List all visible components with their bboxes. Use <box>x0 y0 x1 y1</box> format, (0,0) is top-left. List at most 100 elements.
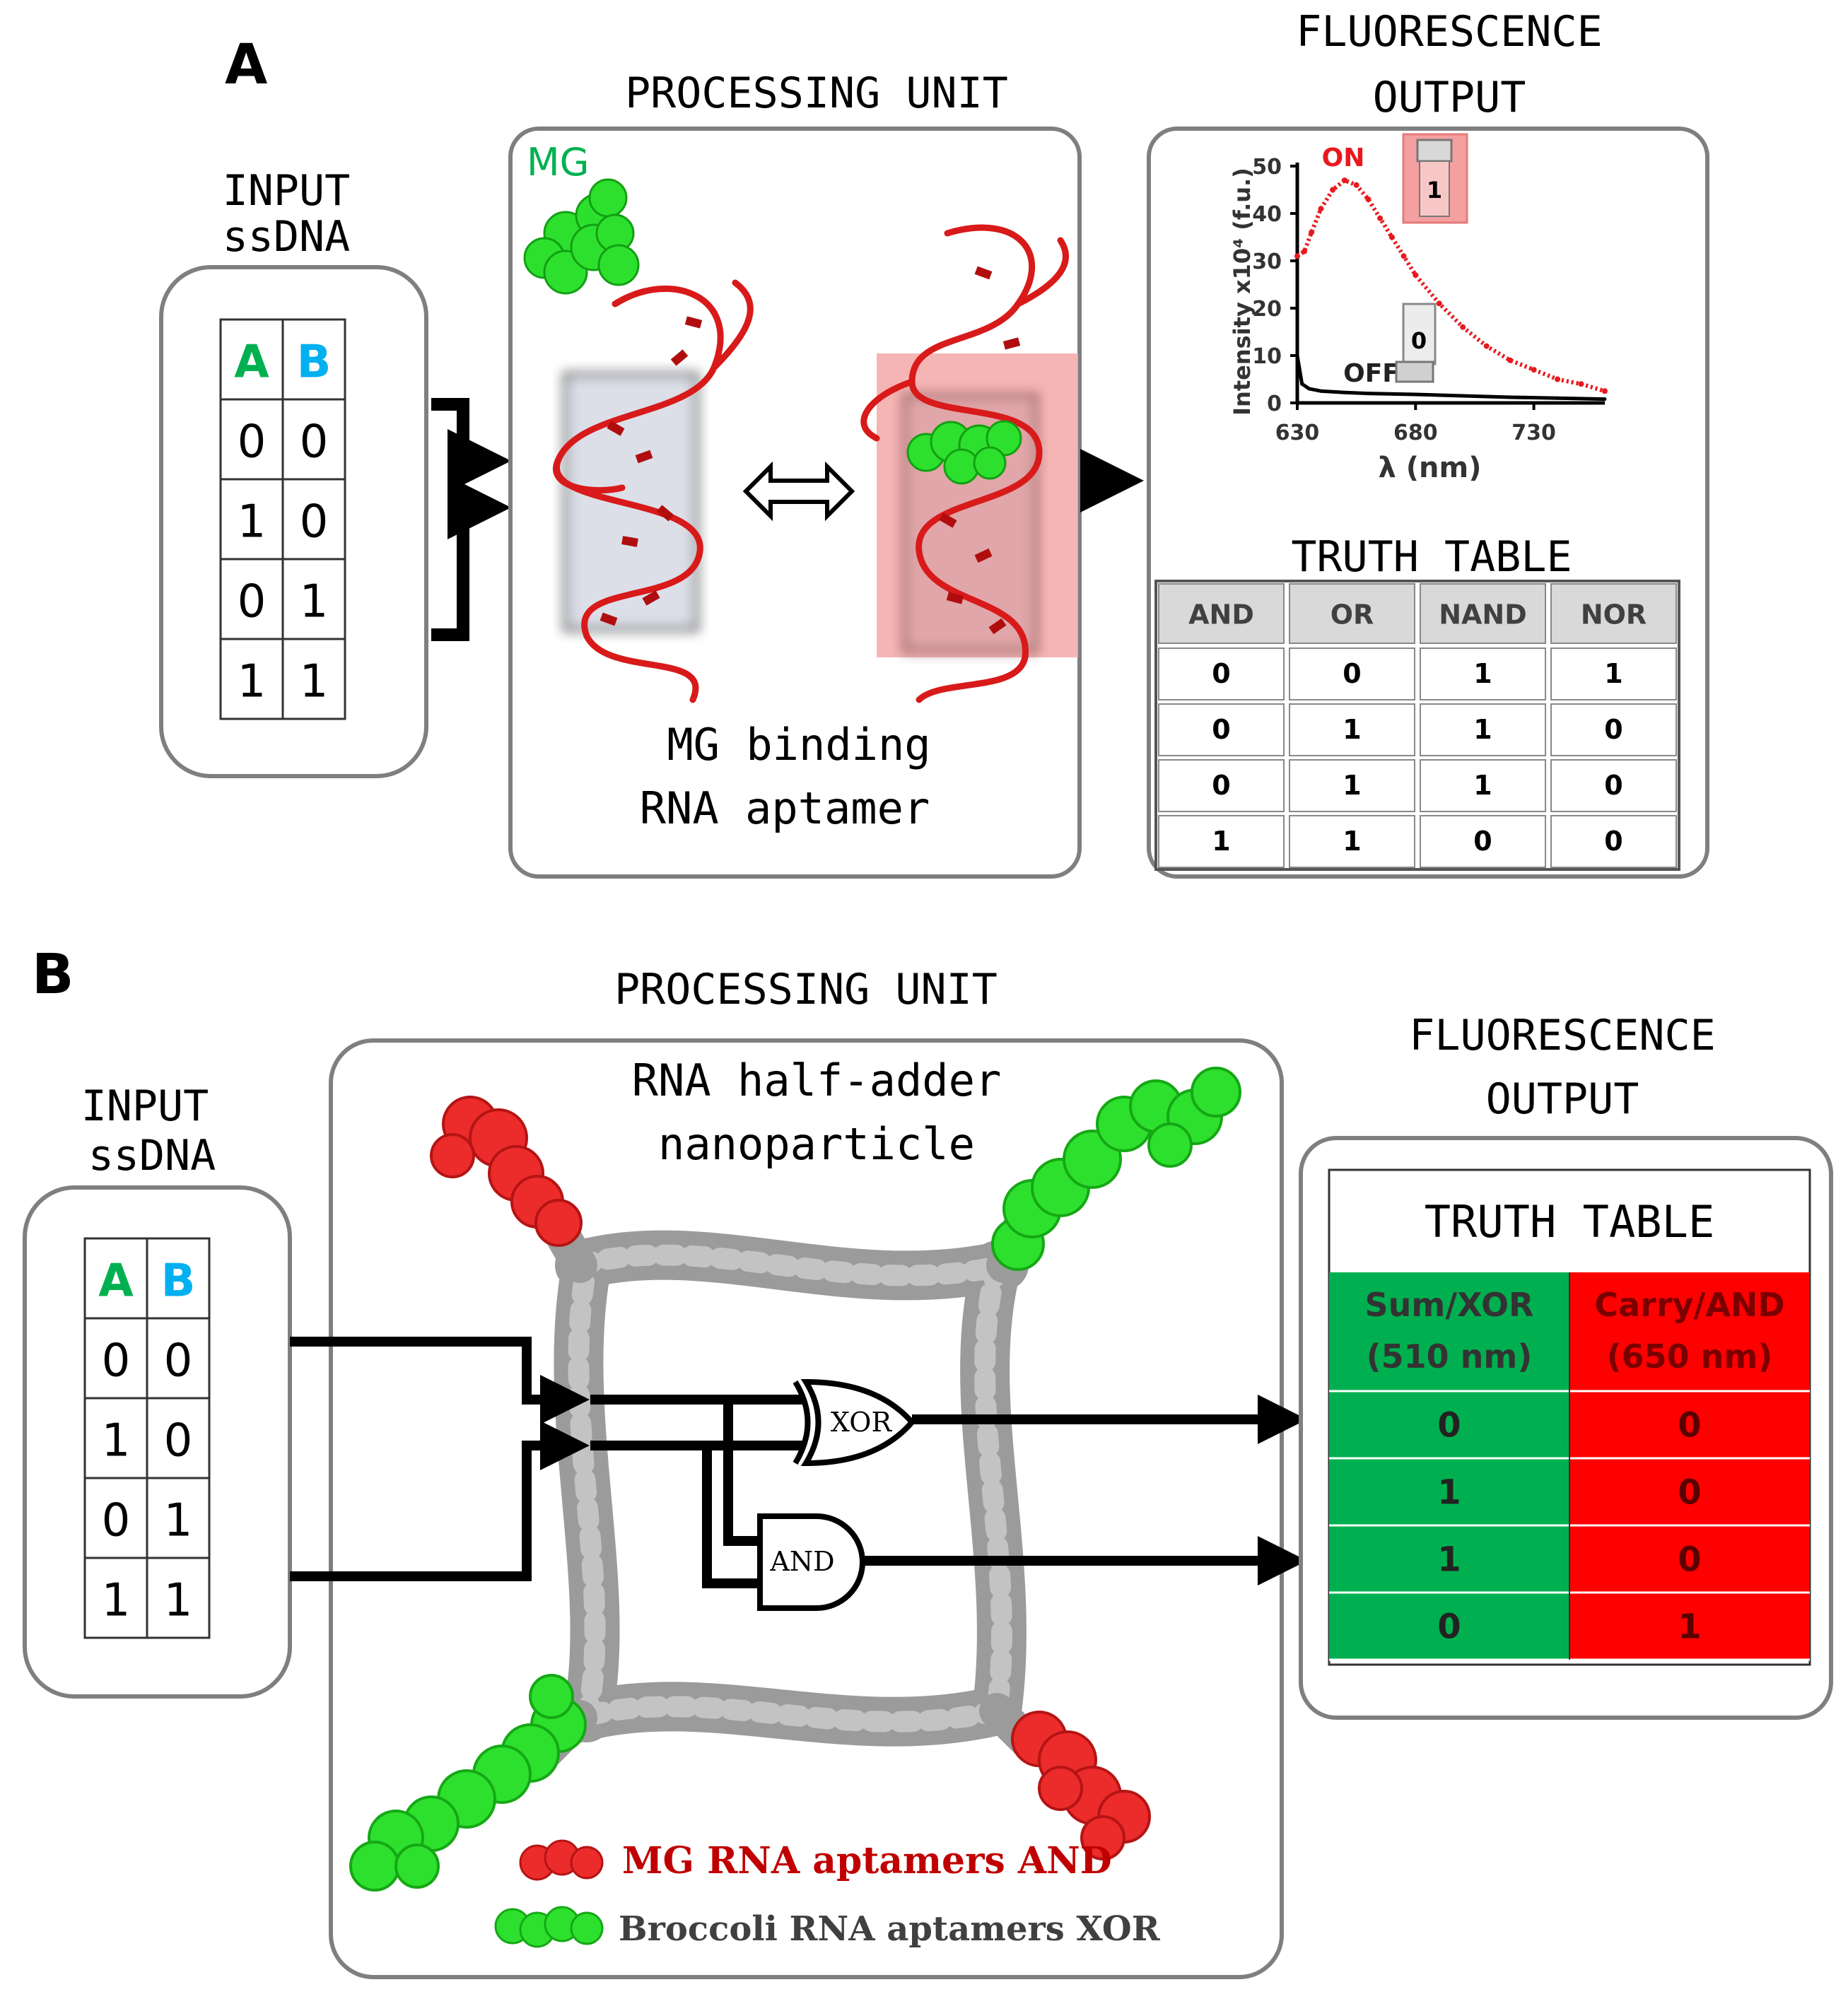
aptamer-unbound-illustration <box>553 279 754 703</box>
switch-on-label: 1 <box>1427 177 1442 204</box>
chart-y-label: Intensity x10⁴ (f.u.) <box>1229 168 1256 416</box>
wire-input-b <box>290 1421 590 1581</box>
legend-broccoli-label: Broccoli RNA aptamers XOR <box>619 1909 1161 1949</box>
truth-a-header: NOR <box>1581 599 1647 631</box>
chart-point <box>1508 395 1512 399</box>
input-header-a: A <box>234 336 269 388</box>
truth-a-cell: 1 <box>1473 770 1492 801</box>
input-cell: 1 <box>102 1414 131 1467</box>
chart-y-tick-label: 40 <box>1252 202 1282 227</box>
input-cell: 1 <box>238 496 267 548</box>
input-a-title-line1: INPUT <box>223 166 351 216</box>
equilibrium-double-arrow <box>742 461 855 522</box>
switch-off-label: 0 <box>1411 327 1427 354</box>
truth-a-cell: 0 <box>1212 714 1230 745</box>
truth-a-cell: 1 <box>1343 714 1361 745</box>
and-gate: AND <box>757 1513 865 1611</box>
truth-a-cell: 1 <box>1604 658 1622 689</box>
input-cell: 0 <box>300 496 329 548</box>
truth-a-cell: 0 <box>1473 826 1492 857</box>
processing-b-section: PROCESSING UNIT RNA half-adder nanoparti… <box>290 965 1307 1979</box>
chart-annotation-on: ON <box>1322 143 1365 172</box>
chart-x-label: λ (nm) <box>1379 452 1482 484</box>
output-a-title-line1: FLUORESCENCE <box>1296 7 1602 57</box>
input-b-title-line2: ssDNA <box>88 1131 216 1180</box>
input-cell: 0 <box>300 416 329 468</box>
chart-point <box>1531 367 1537 373</box>
chart-x-tick-label: 730 <box>1511 421 1556 445</box>
truth-a-cell: 0 <box>1343 658 1361 689</box>
xor-gate-label: XOR <box>831 1407 893 1438</box>
legend-mg-label: MG RNA aptamers AND <box>622 1839 1112 1882</box>
chart-point <box>1341 177 1347 184</box>
truth-a-cell: 0 <box>1604 770 1622 801</box>
chart-point <box>1353 182 1359 188</box>
input-cell: 1 <box>300 655 329 708</box>
processing-a-caption-line2: RNA aptamer <box>640 782 930 834</box>
chart-point <box>1318 389 1323 393</box>
chart-point <box>1461 394 1465 398</box>
truth-b-sum-column <box>1329 1272 1569 1660</box>
aptamer-legend: MG RNA aptamers AND Broccoli RNA aptamer… <box>494 1839 1161 1949</box>
switch-on-lever <box>1416 139 1453 163</box>
input-header-b: B <box>297 336 332 388</box>
mg-aptamer-bottom-right <box>1011 1711 1151 1860</box>
input-cell: 0 <box>102 1335 131 1387</box>
input-cell: 1 <box>164 1494 193 1547</box>
truth-b-carry-column <box>1569 1272 1810 1660</box>
input-a-arrow-bottom <box>431 476 511 641</box>
truth-b-cell: 0 <box>1678 1473 1701 1513</box>
logic-wires <box>290 1337 802 1588</box>
truth-table-b-title: TRUTH TABLE <box>1425 1196 1715 1248</box>
chart-x-tick-label: 630 <box>1275 421 1320 445</box>
processing-b-subtitle-line1: RNA half-adder <box>632 1055 1002 1106</box>
chart-point <box>1365 196 1372 202</box>
input-cell: 0 <box>238 416 267 468</box>
input-cell: 1 <box>102 1574 131 1626</box>
truth-b-header-line2: (650 nm) <box>1607 1337 1773 1376</box>
panel-b-letter: B <box>32 943 74 1007</box>
mg-aptamer-top-left <box>430 1096 583 1247</box>
input-cell: 1 <box>300 575 329 628</box>
chart-y-tick-label: 30 <box>1252 250 1282 274</box>
chart-x-tick-label: 680 <box>1393 421 1438 445</box>
chart-point <box>1436 300 1442 307</box>
input-cell: 0 <box>164 1335 193 1387</box>
broccoli-aptamer-top-right <box>991 1067 1241 1271</box>
chart-y-tick-label: 50 <box>1252 155 1282 180</box>
input-cell: 0 <box>102 1494 131 1547</box>
truth-a-header: OR <box>1331 599 1374 631</box>
chart-point <box>1555 376 1561 382</box>
chart-point <box>1343 390 1347 394</box>
input-a-title-line2: ssDNA <box>223 212 351 262</box>
legend-broccoli-swatch <box>494 1906 604 1948</box>
truth-a-cell: 1 <box>1343 770 1361 801</box>
truth-a-cell: 0 <box>1212 658 1230 689</box>
processing-a-caption-line1: MG binding <box>667 719 930 770</box>
output-b-title-line1: FLUORESCENCE <box>1409 1011 1715 1060</box>
truth-b-cell: 1 <box>1437 1540 1461 1580</box>
output-b-title-line2: OUTPUT <box>1486 1074 1639 1124</box>
chart-point <box>1330 187 1336 193</box>
truth-b-cell: 1 <box>1437 1473 1461 1513</box>
truth-a-cell: 1 <box>1212 826 1230 857</box>
truth-b-header-line1: Carry/AND <box>1594 1286 1784 1324</box>
chart-point <box>1400 253 1407 259</box>
chart-point <box>1307 387 1311 391</box>
truth-b-cell: 1 <box>1678 1607 1701 1647</box>
chart-point <box>1300 382 1304 386</box>
chart-point <box>1578 381 1584 387</box>
chart-annotation-off: OFF <box>1343 359 1400 388</box>
switch-off-lever <box>1395 360 1434 383</box>
broccoli-aptamer-bottom-left <box>349 1674 587 1892</box>
truth-a-header: AND <box>1188 599 1254 631</box>
chart-point <box>1388 234 1395 240</box>
